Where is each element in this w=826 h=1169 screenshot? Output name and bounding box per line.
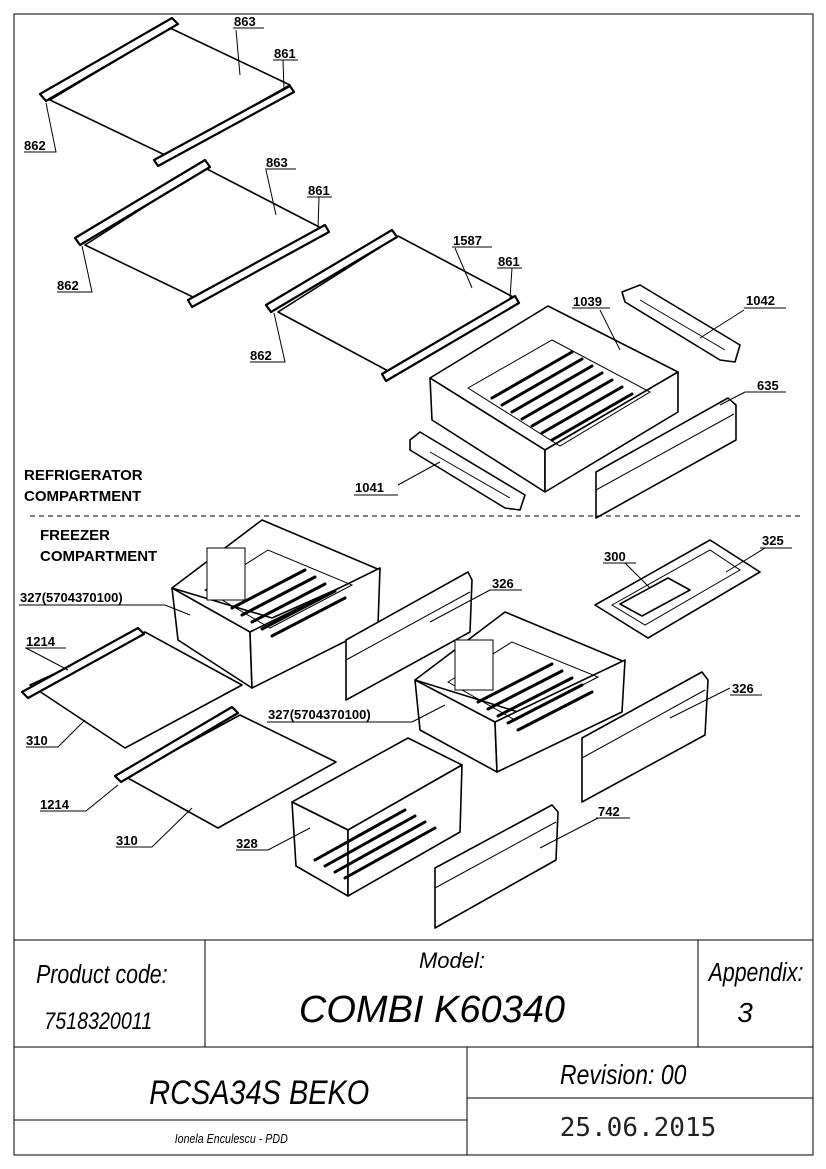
appendix-number: 3 bbox=[737, 997, 753, 1028]
drawer-front-742 bbox=[434, 804, 559, 929]
part-label-327: 327(5704370100) bbox=[20, 590, 123, 605]
drawer-rail-1041 bbox=[409, 431, 526, 511]
part-label-863: 863 bbox=[266, 155, 288, 170]
part-label-861: 861 bbox=[308, 183, 330, 198]
glass-shelf-863-top bbox=[38, 16, 296, 168]
appendix-label: Appendix: bbox=[707, 958, 804, 988]
part-label-1587: 1587 bbox=[453, 233, 482, 248]
drawer-front-635 bbox=[595, 397, 737, 519]
product-code: 7518320011 bbox=[44, 1007, 152, 1034]
part-label-1039: 1039 bbox=[573, 294, 602, 309]
part-label-861: 861 bbox=[274, 46, 296, 61]
part-label-326: 326 bbox=[492, 576, 514, 591]
page-frame bbox=[13, 13, 814, 1156]
part-label-635: 635 bbox=[757, 378, 779, 393]
part-label-863: 863 bbox=[234, 14, 256, 29]
part-label-1214: 1214 bbox=[40, 797, 70, 812]
freezer-glass-310-a bbox=[20, 626, 243, 749]
freezer-drawer-327-top bbox=[171, 519, 381, 689]
freezer-glass-310-b bbox=[113, 705, 337, 829]
variant-name: RCSA34S BEKO bbox=[149, 1073, 369, 1112]
model-name: COMBI K60340 bbox=[299, 989, 565, 1031]
section-refrigerator: REFRIGERATOR bbox=[24, 467, 143, 484]
product-code-label: Product code: bbox=[36, 960, 168, 990]
author: Ionela Enculescu - PDD bbox=[175, 1131, 288, 1146]
part-label-1042: 1042 bbox=[746, 293, 775, 308]
section-freezer: FREEZER bbox=[40, 527, 110, 544]
model-label: Model: bbox=[419, 948, 485, 973]
part-label-742: 742 bbox=[598, 804, 620, 819]
glass-shelf-1587 bbox=[264, 228, 521, 383]
part-label-325: 325 bbox=[762, 533, 784, 548]
part-label-327: 327(5704370100) bbox=[268, 707, 371, 722]
section-freezer: COMPARTMENT bbox=[40, 548, 157, 565]
revision-date: 25.06.2015 bbox=[560, 1113, 717, 1143]
part-label-862: 862 bbox=[250, 348, 272, 363]
drawer-rail-1042 bbox=[621, 284, 741, 363]
glass-shelf-863-middle bbox=[73, 158, 331, 309]
part-label-310: 310 bbox=[26, 733, 48, 748]
title-block: Product code: 7518320011 Model: COMBI K6… bbox=[14, 939, 813, 1155]
part-label-328: 328 bbox=[236, 836, 258, 851]
drawer-front-326-lower bbox=[581, 671, 709, 803]
part-label-300: 300 bbox=[604, 549, 626, 564]
part-label-1041: 1041 bbox=[355, 480, 384, 495]
part-label-326: 326 bbox=[732, 681, 754, 696]
section-refrigerator: COMPARTMENT bbox=[24, 488, 141, 505]
part-label-1214: 1214 bbox=[26, 634, 56, 649]
part-label-862: 862 bbox=[24, 138, 46, 153]
ice-tray-300 bbox=[619, 577, 691, 617]
freezer-drawer-327-lower bbox=[414, 611, 626, 773]
wire-basket-328 bbox=[291, 737, 463, 897]
part-label-862: 862 bbox=[57, 278, 79, 293]
part-label-861: 861 bbox=[498, 254, 520, 269]
part-label-310: 310 bbox=[116, 833, 138, 848]
revision: Revision: 00 bbox=[560, 1060, 687, 1091]
drawer-front-326-top bbox=[345, 571, 473, 701]
